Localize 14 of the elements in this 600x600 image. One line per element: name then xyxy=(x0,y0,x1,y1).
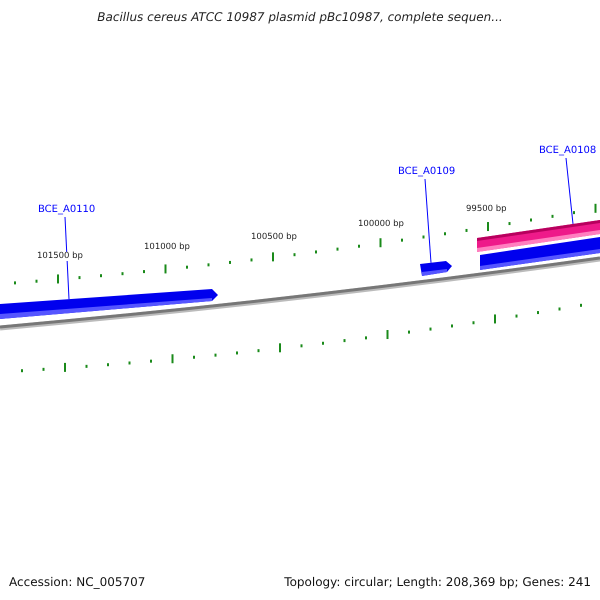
leader-line xyxy=(566,158,574,224)
scale-label: 100000 bp xyxy=(358,220,404,228)
leader-line xyxy=(64,216,70,300)
footer-text: Topology: circular; Length: 208,369 bp; Genes: 241 xyxy=(284,576,591,588)
gene-label: BCE_A0108 xyxy=(539,145,596,156)
scale-label: 101500 bp xyxy=(37,252,83,260)
scale-label: 99500 bp xyxy=(466,205,507,214)
gene-label: BCE_A0109 xyxy=(398,166,456,177)
footer-text: Accession: NC_005707 xyxy=(9,576,146,588)
leader-line xyxy=(424,178,432,264)
scale-label: 101000 bp xyxy=(144,243,190,252)
title: Bacillus cereus ATCC 10987 plasmid pBc10987, complete sequen... xyxy=(96,11,504,23)
scale-label: 100500 bp xyxy=(251,233,297,242)
gene-label: BCE_A0110 xyxy=(38,204,96,215)
